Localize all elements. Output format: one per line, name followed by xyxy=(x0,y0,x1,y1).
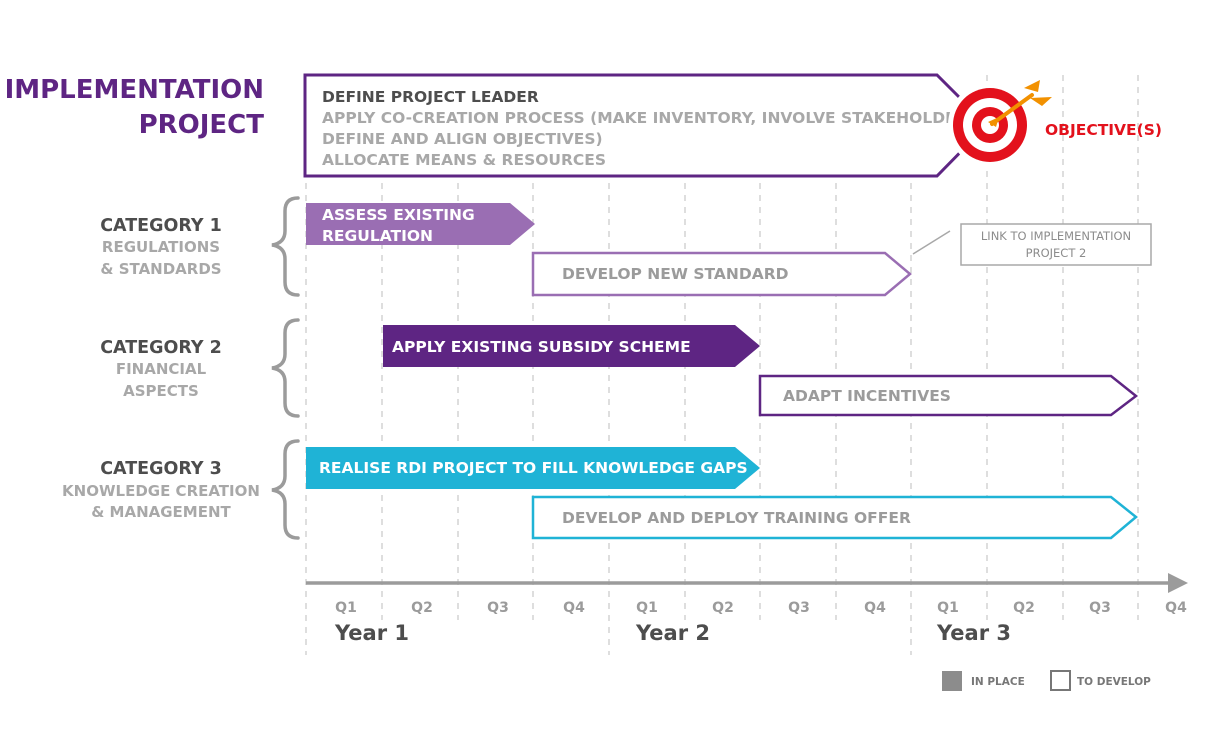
quarter-label: Q1 xyxy=(937,600,959,616)
category-title: CATEGORY 1 xyxy=(100,216,222,236)
quarter-label: Q3 xyxy=(487,600,509,616)
develop-standard-bar xyxy=(531,251,912,297)
link-note-box xyxy=(960,223,1152,266)
category-subtitle: KNOWLEDGE CREATION xyxy=(62,482,260,500)
project-task-2: APPLY CO-CREATION PROCESS (MAKE INVENTOR… xyxy=(322,109,985,127)
category-3-label: CATEGORY 3 KNOWLEDGE CREATION & MANAGEME… xyxy=(62,459,260,521)
quarter-label: Q4 xyxy=(864,600,886,616)
quarter-label: Q2 xyxy=(1013,600,1035,616)
assess-regulation-label: ASSESS EXISTING xyxy=(322,206,475,224)
category-subtitle: FINANCIAL xyxy=(116,360,207,378)
category-2-label: CATEGORY 2 FINANCIAL ASPECTS xyxy=(100,338,222,400)
develop-standard-label: DEVELOP NEW STANDARD xyxy=(562,265,789,283)
training-offer-bar xyxy=(531,495,1138,540)
category-1-label: CATEGORY 1 REGULATIONS & STANDARDS xyxy=(100,216,222,278)
category-title: CATEGORY 3 xyxy=(100,459,222,479)
adapt-incentives-label: ADAPT INCENTIVES xyxy=(783,387,951,405)
project-title-line1: IMPLEMENTATION xyxy=(5,75,264,105)
category-title: CATEGORY 2 xyxy=(100,338,222,358)
category-subtitle: & MANAGEMENT xyxy=(91,503,231,521)
adapt-incentives-bar xyxy=(758,374,1139,417)
legend: IN PLACE TO DEVELOP xyxy=(942,670,1151,691)
subsidy-scheme-bar xyxy=(383,325,760,367)
project-task-4: ALLOCATE MEANS & RESOURCES xyxy=(322,151,606,169)
quarter-label: Q4 xyxy=(563,600,585,616)
rdi-project-label: REALISE RDI PROJECT TO FILL KNOWLEDGE GA… xyxy=(319,459,748,477)
quarter-labels: Q1 Q2 Q3 Q4 Q1 Q2 Q3 Q4 Q1 Q2 Q3 Q4 xyxy=(335,600,1187,616)
quarter-label: Q3 xyxy=(788,600,810,616)
timeline-arrowhead xyxy=(1168,573,1188,593)
assess-regulation-bar xyxy=(306,203,535,245)
year-label: Year 2 xyxy=(635,621,710,645)
legend-in-place-label: IN PLACE xyxy=(971,676,1025,688)
quarter-label: Q1 xyxy=(636,600,658,616)
quarter-label: Q1 xyxy=(335,600,357,616)
target-with-arrow-icon xyxy=(948,80,1052,167)
link-note-text: LINK TO IMPLEMENTATION xyxy=(981,229,1131,243)
rdi-project-bar xyxy=(306,447,760,489)
category-1-brace xyxy=(271,196,300,297)
year-label: Year 3 xyxy=(936,621,1011,645)
quarter-label: Q3 xyxy=(1089,600,1111,616)
quarter-label: Q4 xyxy=(1165,600,1187,616)
legend-to-develop-swatch xyxy=(1050,670,1071,691)
quarter-label: Q2 xyxy=(712,600,734,616)
category-subtitle: & STANDARDS xyxy=(100,260,221,278)
category-braces xyxy=(271,196,300,540)
category-3-brace xyxy=(271,439,300,540)
category-subtitle: ASPECTS xyxy=(123,382,199,400)
link-connector-line xyxy=(912,230,951,255)
category-subtitle: REGULATIONS xyxy=(102,238,220,256)
link-note-text: PROJECT 2 xyxy=(1026,246,1087,260)
project-title-line2: PROJECT xyxy=(139,110,265,140)
subsidy-scheme-label: APPLY EXISTING SUBSIDY SCHEME xyxy=(392,338,691,356)
year-labels: Year 1 Year 2 Year 3 xyxy=(334,621,1011,645)
assess-regulation-label: REGULATION xyxy=(322,227,433,245)
objective-label: OBJECTIVE(S) xyxy=(1045,121,1162,139)
year-label: Year 1 xyxy=(334,621,409,645)
quarter-label: Q2 xyxy=(411,600,433,616)
project-task-1: DEFINE PROJECT LEADER xyxy=(322,88,539,106)
training-offer-label: DEVELOP AND DEPLOY TRAINING OFFER xyxy=(562,509,911,527)
legend-to-develop-label: TO DEVELOP xyxy=(1077,676,1151,688)
legend-in-place-swatch xyxy=(942,671,962,691)
category-2-brace xyxy=(271,318,300,418)
project-task-3: DEFINE AND ALIGN OBJECTIVES) xyxy=(322,130,603,148)
